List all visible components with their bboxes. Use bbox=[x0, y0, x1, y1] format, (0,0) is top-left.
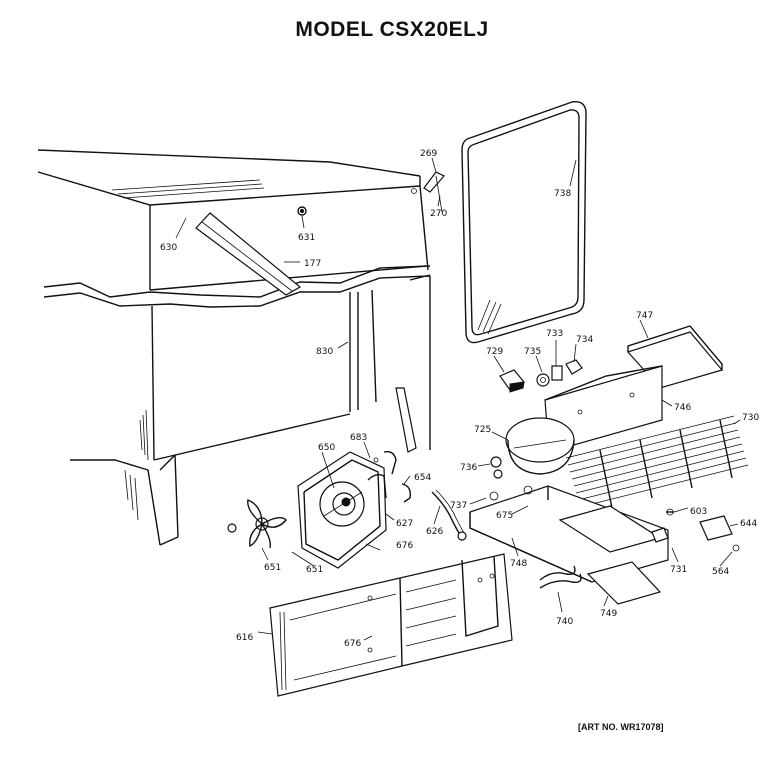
part-label-731: 731 bbox=[670, 565, 687, 575]
part-label-270: 270 bbox=[430, 209, 447, 219]
part-label-735: 735 bbox=[524, 347, 541, 357]
part-label-654: 654 bbox=[414, 473, 431, 483]
part-label-650: 650 bbox=[318, 443, 335, 453]
relay-parts bbox=[499, 359, 583, 393]
part-number-labels: 269 270 630 631 177 830 738 747 729 735 … bbox=[160, 149, 759, 649]
part-label-733: 733 bbox=[546, 329, 563, 339]
part-label-631: 631 bbox=[298, 233, 315, 243]
part-label-644: 644 bbox=[740, 519, 757, 529]
part-label-683: 683 bbox=[350, 433, 367, 443]
part-label-269: 269 bbox=[420, 149, 437, 159]
part-label-830: 830 bbox=[316, 347, 333, 357]
fan-blade bbox=[227, 499, 287, 549]
door-gasket bbox=[461, 101, 587, 344]
part-label-729: 729 bbox=[486, 347, 503, 357]
part-label-676-bottom: 676 bbox=[344, 639, 361, 649]
part-label-749: 749 bbox=[600, 609, 617, 619]
part-label-651-right: 651 bbox=[306, 565, 323, 575]
part-label-564: 564 bbox=[712, 567, 729, 577]
part-label-627: 627 bbox=[396, 519, 413, 529]
art-number: [ART NO. WR17078] bbox=[578, 722, 664, 732]
part-label-747: 747 bbox=[636, 311, 653, 321]
lower-parts bbox=[539, 508, 740, 605]
condenser-coil bbox=[565, 415, 749, 509]
fan-shroud bbox=[297, 450, 412, 569]
part-label-651-left: 651 bbox=[264, 563, 281, 573]
leader-lines bbox=[175, 157, 741, 641]
part-label-748: 748 bbox=[510, 559, 527, 569]
part-label-736: 736 bbox=[460, 463, 477, 473]
part-label-740: 740 bbox=[556, 617, 573, 627]
part-label-675: 675 bbox=[496, 511, 513, 521]
part-label-603: 603 bbox=[690, 507, 707, 517]
access-panel bbox=[269, 553, 513, 697]
part-label-734: 734 bbox=[576, 335, 593, 345]
cabinet-body bbox=[37, 149, 445, 546]
part-label-730: 730 bbox=[742, 413, 759, 423]
part-label-676-top: 676 bbox=[396, 541, 413, 551]
part-label-725: 725 bbox=[474, 425, 491, 435]
part-label-177: 177 bbox=[304, 259, 321, 269]
part-label-738: 738 bbox=[554, 189, 571, 199]
compressor bbox=[490, 417, 575, 479]
diagram-title: MODEL CSX20ELJ bbox=[295, 18, 489, 41]
part-label-746: 746 bbox=[674, 403, 691, 413]
defrost-probe bbox=[431, 489, 467, 541]
part-label-626: 626 bbox=[426, 527, 443, 537]
part-label-737: 737 bbox=[450, 501, 467, 511]
part-label-616: 616 bbox=[236, 633, 253, 643]
part-label-630: 630 bbox=[160, 243, 177, 253]
